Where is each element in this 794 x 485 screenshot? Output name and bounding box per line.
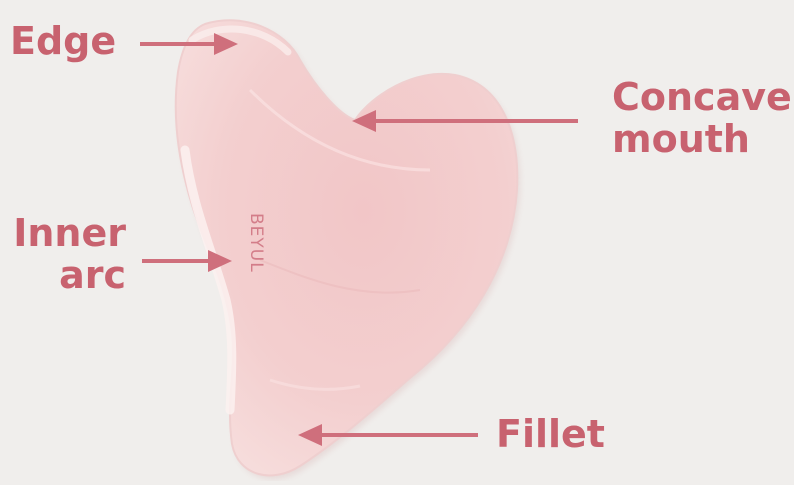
label-fillet-text: Fillet (496, 412, 605, 456)
label-concave-mouth-line2: mouth (612, 118, 792, 160)
label-concave-mouth: Concave mouth (612, 76, 792, 160)
label-inner-arc-line2: arc (8, 254, 126, 296)
label-edge: Edge (10, 20, 116, 62)
label-fillet: Fillet (496, 413, 605, 455)
stone-engraving: BEYUL (246, 213, 266, 273)
label-inner-arc: Inner arc (8, 212, 126, 296)
label-inner-arc-line1: Inner (8, 212, 126, 254)
label-edge-text: Edge (10, 19, 116, 63)
label-concave-mouth-line1: Concave (612, 76, 792, 118)
